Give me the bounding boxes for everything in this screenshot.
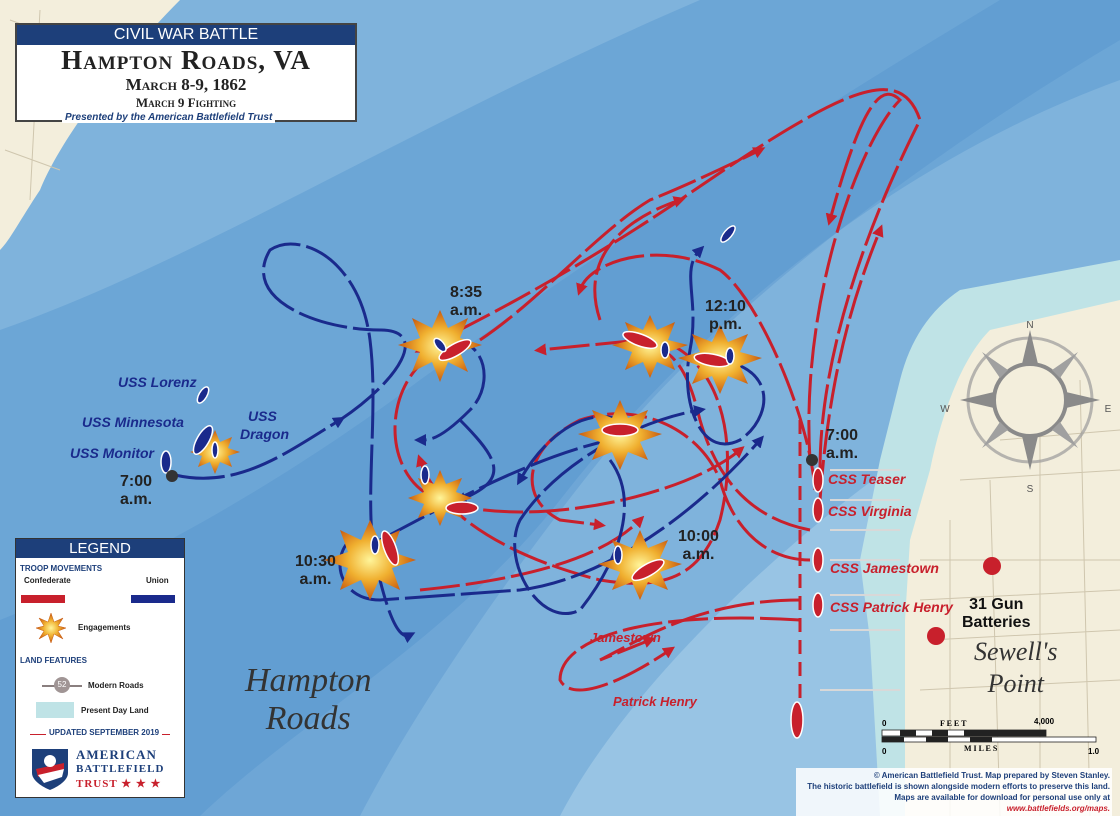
legend-confederate: Confederate	[24, 576, 71, 585]
logo-line-1: AMERICAN	[76, 747, 157, 762]
title-band: CIVIL WAR BATTLE	[17, 25, 355, 45]
credits-line-2: The historic battlefield is shown alongs…	[807, 782, 1110, 791]
map-subtitle: March 9 Fighting	[135, 95, 237, 110]
compass-e: E	[1105, 404, 1112, 415]
legend: LEGEND TROOP MOVEMENTS Confederate Union…	[15, 538, 185, 798]
legend-present-land: Present Day Land	[81, 706, 149, 715]
presented-by: Presented by the American Battlefield Tr…	[62, 112, 276, 123]
credits: © American Battlefield Trust. Map prepar…	[796, 768, 1112, 816]
compass-s: S	[1027, 484, 1034, 495]
legend-land-swatch	[36, 702, 74, 718]
svg-text:1.0: 1.0	[1088, 747, 1100, 756]
label-css-jamestown: CSS Jamestown	[830, 560, 939, 576]
label-uss-dragon-2: Dragon	[240, 426, 289, 442]
svg-text:4,000: 4,000	[1034, 717, 1055, 726]
explosion-icon	[36, 613, 66, 643]
start-point-union	[166, 470, 178, 482]
legend-confederate-swatch	[21, 595, 65, 603]
abt-shield-logo	[32, 749, 68, 790]
credits-line-1: © American Battlefield Trust. Map prepar…	[873, 771, 1110, 780]
compass-w: W	[940, 404, 950, 415]
svg-text:0: 0	[882, 719, 887, 728]
legend-land-header: LAND FEATURES	[20, 656, 87, 665]
legend-updated: UPDATED SEPTEMBER 2019	[46, 728, 163, 737]
land-sewells-point	[905, 300, 1120, 816]
legend-union: Union	[146, 576, 169, 585]
label-jamestown: Jamestown	[590, 630, 661, 645]
label-uss-lorenz: USS Lorenz	[118, 374, 197, 390]
map-title: Hampton Roads, VA	[61, 45, 311, 75]
credits-link[interactable]: www.battlefields.org/maps.	[1006, 804, 1110, 813]
legend-title: LEGEND	[16, 539, 184, 558]
battery-marker	[983, 557, 1001, 575]
label-uss-minnesota: USS Minnesota	[82, 414, 184, 430]
legend-engagements: Engagements	[78, 623, 131, 632]
map-dates: March 8-9, 1862	[125, 75, 247, 94]
logo-line-3: TRUST ★ ★ ★	[76, 778, 162, 790]
start-point-confederate	[806, 454, 818, 466]
battery-marker	[927, 627, 945, 645]
ships	[160, 225, 1001, 739]
legend-union-swatch	[131, 595, 175, 603]
label-css-virginia: CSS Virginia	[828, 503, 912, 519]
title-box: CIVIL WAR BATTLE Hampton Roads, VA March…	[15, 23, 357, 122]
logo-line-2: BATTLEFIELD	[76, 763, 165, 775]
label-patrick-henry: Patrick Henry	[613, 694, 697, 709]
label-css-teaser: CSS Teaser	[828, 471, 906, 487]
legend-roads: Modern Roads	[88, 681, 144, 690]
compass-rose: N S W E	[940, 320, 1111, 495]
road-badge: 52	[54, 677, 70, 693]
credits-line-3: Maps are available for download for pers…	[894, 793, 1110, 802]
label-css-patrick-henry: CSS Patrick Henry	[830, 599, 953, 615]
svg-text:M I L E S: M I L E S	[964, 744, 998, 753]
svg-text:F E E T: F E E T	[940, 719, 967, 728]
scale-bar: 0 F E E T 4,000 0 M I L E S 1.0	[881, 717, 1100, 756]
svg-text:0: 0	[882, 747, 887, 756]
legend-troop-header: TROOP MOVEMENTS	[20, 564, 103, 573]
compass-n: N	[1026, 320, 1033, 331]
label-uss-dragon-1: USS	[248, 408, 277, 424]
label-uss-monitor: USS Monitor	[70, 445, 154, 461]
